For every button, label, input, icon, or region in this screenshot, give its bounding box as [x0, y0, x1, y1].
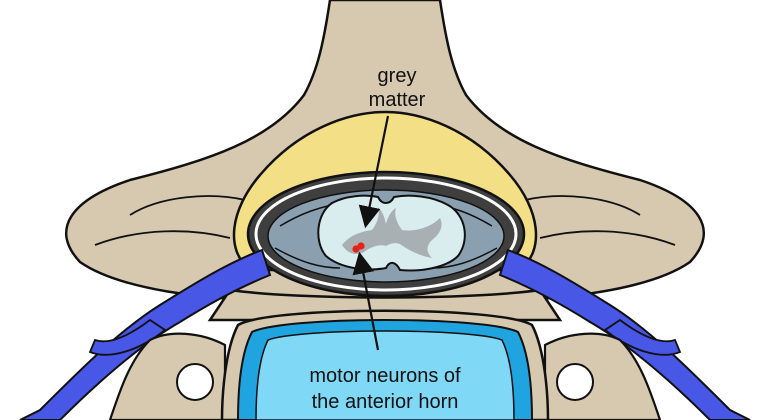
bone-contour-right — [524, 195, 641, 216]
grey-matter-label-line1: grey — [378, 65, 417, 87]
motor-neurons-label-line2: the anterior horn — [312, 391, 459, 413]
grey-matter-region — [342, 208, 442, 258]
bone-contour-left-low — [94, 230, 231, 246]
arachnoid-band-left — [274, 247, 341, 269]
foramen-left — [176, 363, 214, 401]
intervertebral-disc-inner — [255, 330, 515, 420]
bone-contour-right-low — [539, 230, 676, 246]
grey-matter-pointer — [358, 115, 390, 229]
motor-neuron-dot-2 — [357, 242, 365, 250]
foramen-right — [556, 363, 594, 401]
grey-matter-label-line2: matter — [369, 89, 426, 111]
dura-rim — [254, 176, 518, 292]
motor-neurons-label-line1: motor neurons of — [309, 365, 461, 387]
motor-neuron-pointer — [352, 251, 380, 351]
bone-contour-left — [129, 195, 246, 216]
